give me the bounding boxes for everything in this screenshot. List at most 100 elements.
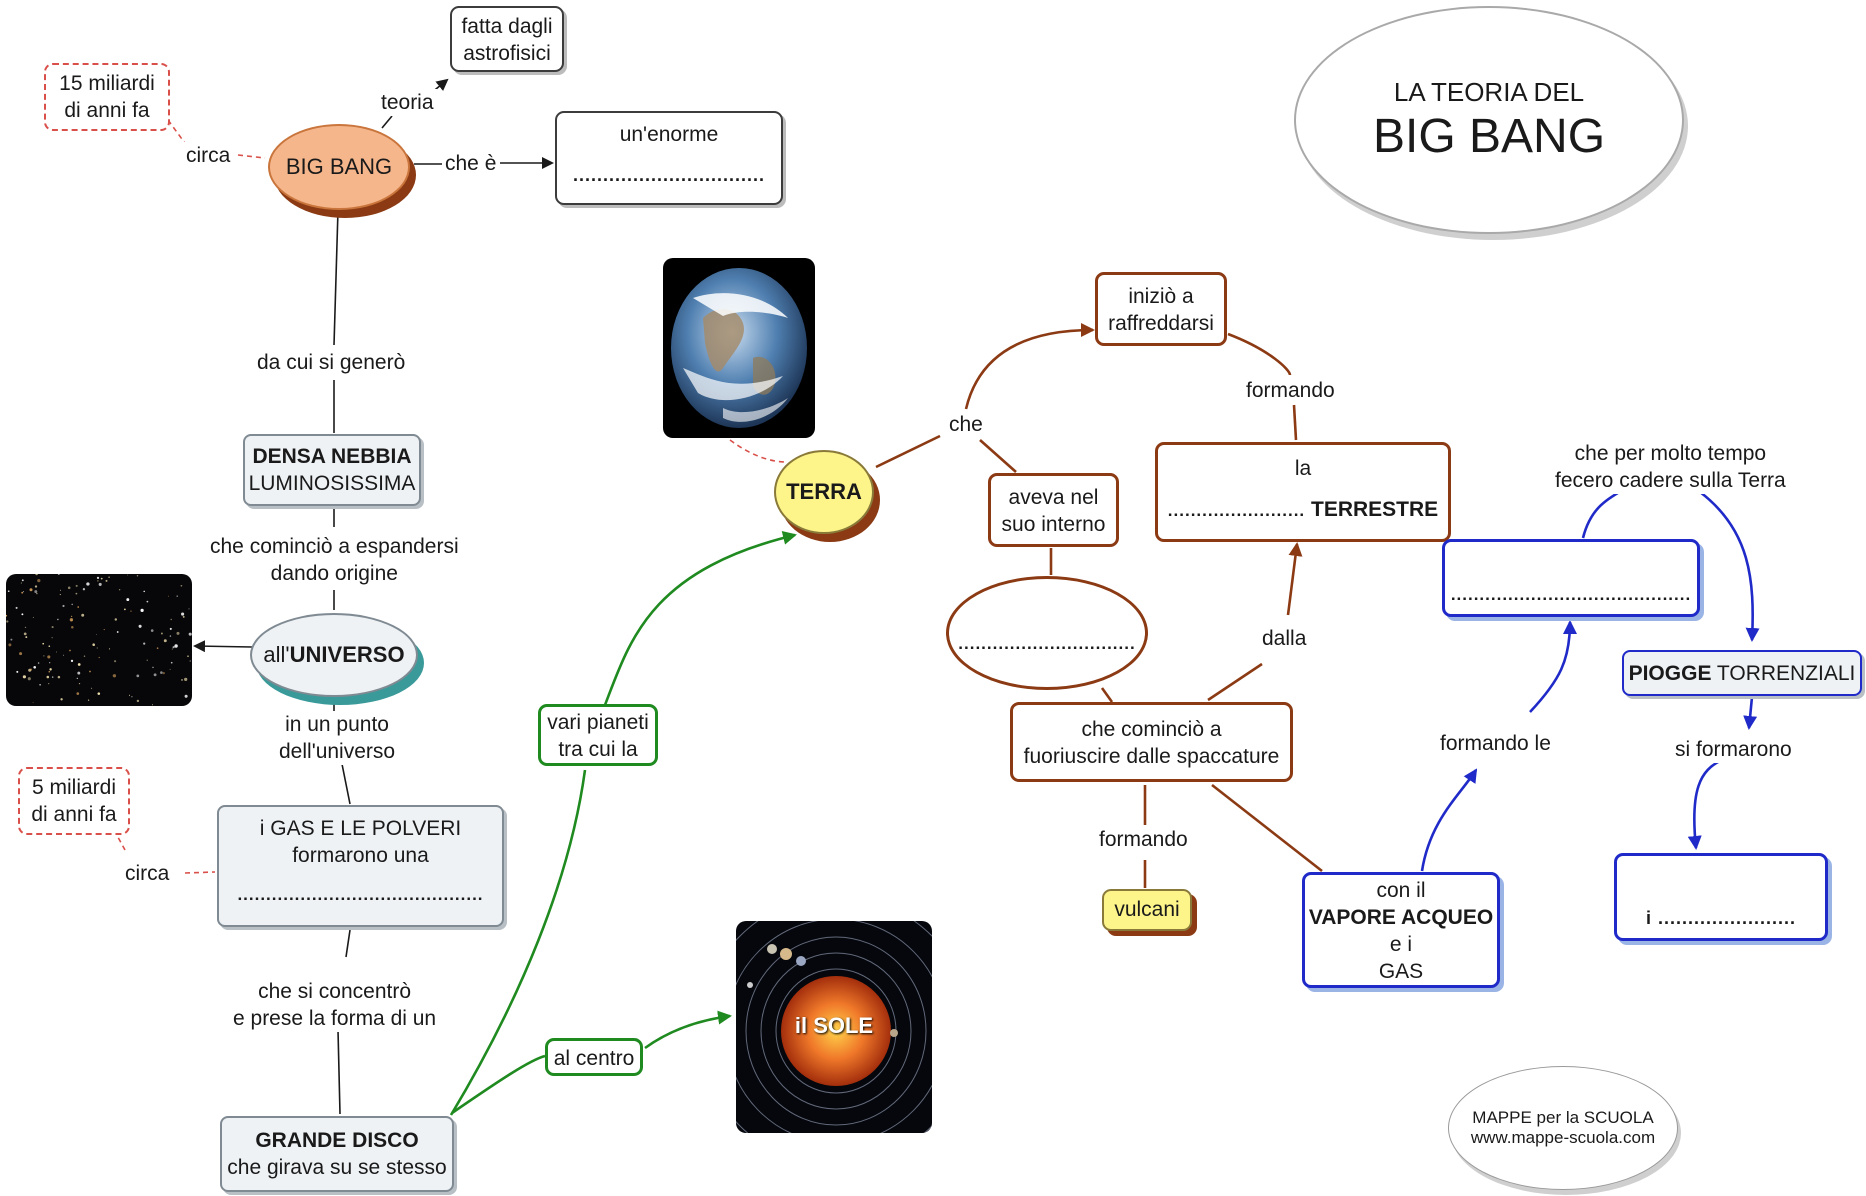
- link-teoria: teoria: [378, 89, 437, 116]
- node-enormous[interactable]: un'enorme ..............................…: [555, 111, 783, 205]
- node-began-leaking[interactable]: che cominciò a fuoriuscire dalle spaccat…: [1010, 702, 1293, 782]
- node-big-disk[interactable]: GRANDE DISCO che girava su se stesso: [220, 1116, 454, 1192]
- enormous-blank: ................................: [572, 165, 766, 185]
- crust-line1: la: [1294, 457, 1312, 480]
- credit-line1: MAPPE per la SCUOLA: [1472, 1108, 1654, 1127]
- rains-label: PIOGGE TORRENZIALI: [1629, 662, 1856, 685]
- enormous-line1: un'enorme: [619, 123, 719, 146]
- espandersi-line2: dando origine: [270, 562, 398, 585]
- node-seas-blank[interactable]: i .......................: [1614, 853, 1828, 941]
- rains-main: PIOGGE: [1628, 662, 1712, 685]
- began-leaking-line2: fuoriuscire dalle spaccature: [1023, 745, 1280, 768]
- started-cooling-line2: raffreddarsi: [1108, 312, 1214, 335]
- universe-main: UNIVERSO: [289, 642, 405, 667]
- node-earth[interactable]: TERRA: [774, 450, 874, 534]
- gas-dust-line1: i GAS E LE POLVERI: [259, 817, 462, 840]
- link-che: che: [946, 411, 986, 438]
- solar-system-photo: il SOLE: [736, 921, 932, 1133]
- big-disk-line1: GRANDE DISCO: [255, 1129, 419, 1152]
- concentro-line1: che si concentrò: [258, 980, 412, 1003]
- starfield-photo: [6, 574, 192, 706]
- link-si-formarono: si formarono: [1672, 736, 1795, 763]
- link-tempo: che per molto tempo fecero cadere sulla …: [1552, 440, 1789, 494]
- link-formando-volc: formando: [1096, 826, 1191, 853]
- concentro-line2: e prese la forma di un: [233, 1007, 437, 1030]
- had-inside-line2: suo interno: [1001, 513, 1106, 536]
- fifteen-billion-line1: 15 miliardi: [59, 72, 155, 95]
- gas-dust-line2: formarono una: [292, 844, 429, 867]
- node-gas-dust[interactable]: i GAS E LE POLVERI formarono una .......…: [217, 805, 504, 927]
- crust-word: TERRESTRE: [1311, 498, 1439, 521]
- inner-blank-dots: ...............................: [958, 634, 1136, 653]
- started-cooling-line1: iniziò a: [1128, 285, 1194, 308]
- seas-blank-dots: i .......................: [1645, 908, 1797, 928]
- punto-line1: in un punto: [285, 713, 389, 736]
- link-circa-top: circa: [183, 142, 234, 169]
- astrophysicists-line1: fatta dagli: [461, 15, 553, 38]
- vapor-line2: VAPORE ACQUEO: [1308, 906, 1494, 929]
- crust-line2: ........................ TERRESTRE: [1158, 496, 1448, 524]
- espandersi-line1: che cominciò a espandersi: [210, 535, 459, 558]
- vapor-line1: con il: [1376, 879, 1426, 902]
- link-circa-mid: circa: [122, 860, 173, 887]
- had-inside-line1: aveva nel: [1008, 486, 1099, 509]
- universe-prefix: all': [263, 642, 290, 667]
- node-al-centro[interactable]: al centro: [545, 1038, 643, 1076]
- astrophysicists-line2: astrofisici: [463, 42, 551, 65]
- rains-rest: TORRENZIALI: [1711, 662, 1856, 685]
- earth-label: TERRA: [786, 479, 862, 504]
- title-line1: LA TEORIA DEL: [1393, 77, 1585, 107]
- big-disk-line2: che girava su se stesso: [227, 1156, 447, 1179]
- link-da-cui: da cui si generò: [254, 349, 409, 376]
- link-che-e: che è: [442, 150, 500, 177]
- sun-label: il SOLE: [794, 1013, 874, 1038]
- planets-line2: tra cui la: [558, 738, 638, 761]
- five-billion-line1: 5 miliardi: [31, 776, 117, 799]
- tempo-line2: fecero cadere sulla Terra: [1555, 469, 1786, 492]
- credit-ellipse: MAPPE per la SCUOLA www.mappe-scuola.com: [1448, 1066, 1678, 1190]
- link-espandersi: che cominciò a espandersi dando origine: [207, 533, 462, 587]
- node-volcanoes[interactable]: vulcani: [1102, 889, 1192, 931]
- gas-dust-blank: ........................................…: [237, 885, 484, 904]
- al-centro-label: al centro: [553, 1047, 635, 1070]
- node-inner-blank[interactable]: ...............................: [946, 576, 1148, 690]
- earth-icon: [671, 268, 807, 428]
- node-crust[interactable]: la ........................ TERRESTRE: [1155, 442, 1451, 542]
- vapor-line3: e i: [1389, 933, 1413, 956]
- vapor-line4: GAS: [1378, 960, 1424, 983]
- node-started-cooling[interactable]: iniziò a raffreddarsi: [1095, 272, 1227, 346]
- volcanoes-label: vulcani: [1114, 898, 1180, 921]
- solar-system-icon: [736, 921, 932, 1133]
- punto-line2: dell'universo: [279, 740, 396, 763]
- crust-blank: ........................: [1167, 501, 1306, 520]
- node-universe[interactable]: all'UNIVERSO: [250, 613, 418, 697]
- five-billion-line2: di anni fa: [31, 803, 117, 826]
- node-had-inside[interactable]: aveva nel suo interno: [988, 473, 1119, 547]
- credit-line2: www.mappe-scuola.com: [1470, 1128, 1656, 1147]
- node-rains[interactable]: PIOGGE TORRENZIALI: [1622, 650, 1862, 696]
- title-line2: BIG BANG: [1372, 110, 1606, 163]
- big-bang-label: BIG BANG: [285, 154, 393, 179]
- node-vapor[interactable]: con il VAPORE ACQUEO e i GAS: [1302, 872, 1500, 988]
- node-astrophysicists[interactable]: fatta dagli astrofisici: [450, 6, 564, 72]
- node-planets[interactable]: vari pianeti tra cui la: [538, 704, 658, 766]
- link-formando-top: formando: [1243, 377, 1338, 404]
- link-punto: in un punto dell'universo: [276, 711, 399, 765]
- node-big-bang[interactable]: BIG BANG: [268, 124, 410, 210]
- universe-label: all'UNIVERSO: [263, 642, 404, 668]
- node-15-billion[interactable]: 15 miliardi di anni fa: [44, 63, 170, 131]
- fifteen-billion-line2: di anni fa: [64, 99, 150, 122]
- starfield-icon: [6, 574, 192, 706]
- planets-line1: vari pianeti: [547, 711, 649, 734]
- title-ellipse: LA TEORIA DEL BIG BANG: [1294, 6, 1684, 234]
- link-formando-le: formando le: [1437, 730, 1554, 757]
- dense-fog-line2: LUMINOSISSIMA: [248, 472, 416, 495]
- node-dense-fog[interactable]: DENSA NEBBIA LUMINOSISSIMA: [243, 434, 421, 506]
- node-5-billion[interactable]: 5 miliardi di anni fa: [18, 767, 130, 835]
- clouds-blank-dots: ........................................…: [1450, 585, 1692, 604]
- node-clouds-blank[interactable]: ........................................…: [1442, 539, 1700, 617]
- earth-photo: [663, 258, 815, 438]
- tempo-line1: che per molto tempo: [1574, 442, 1767, 465]
